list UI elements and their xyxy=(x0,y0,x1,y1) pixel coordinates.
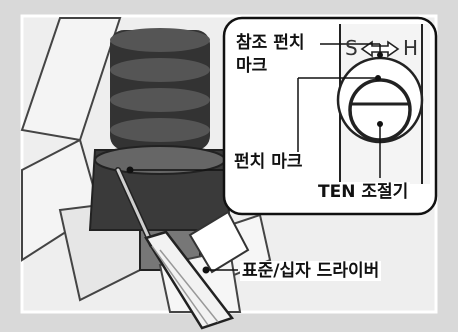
screwdriver-label: 표준/십자 드라이버 xyxy=(240,261,382,281)
bracket-plate xyxy=(188,210,250,274)
screwdriver-icon xyxy=(115,167,235,330)
punch-mark-label: 펀치 마크 xyxy=(232,152,305,172)
ten-adjuster-label: TEN 조절기 xyxy=(316,182,411,202)
shock-spring xyxy=(110,28,210,150)
reference-punch-mark-label-line2: 마크 xyxy=(236,56,268,76)
ten-adjuster-closeup xyxy=(336,24,430,184)
soft-marking: S xyxy=(345,36,358,60)
hard-marking: H xyxy=(403,36,419,60)
reference-punch-mark-label-line1: 참조 펀치 xyxy=(236,33,305,53)
